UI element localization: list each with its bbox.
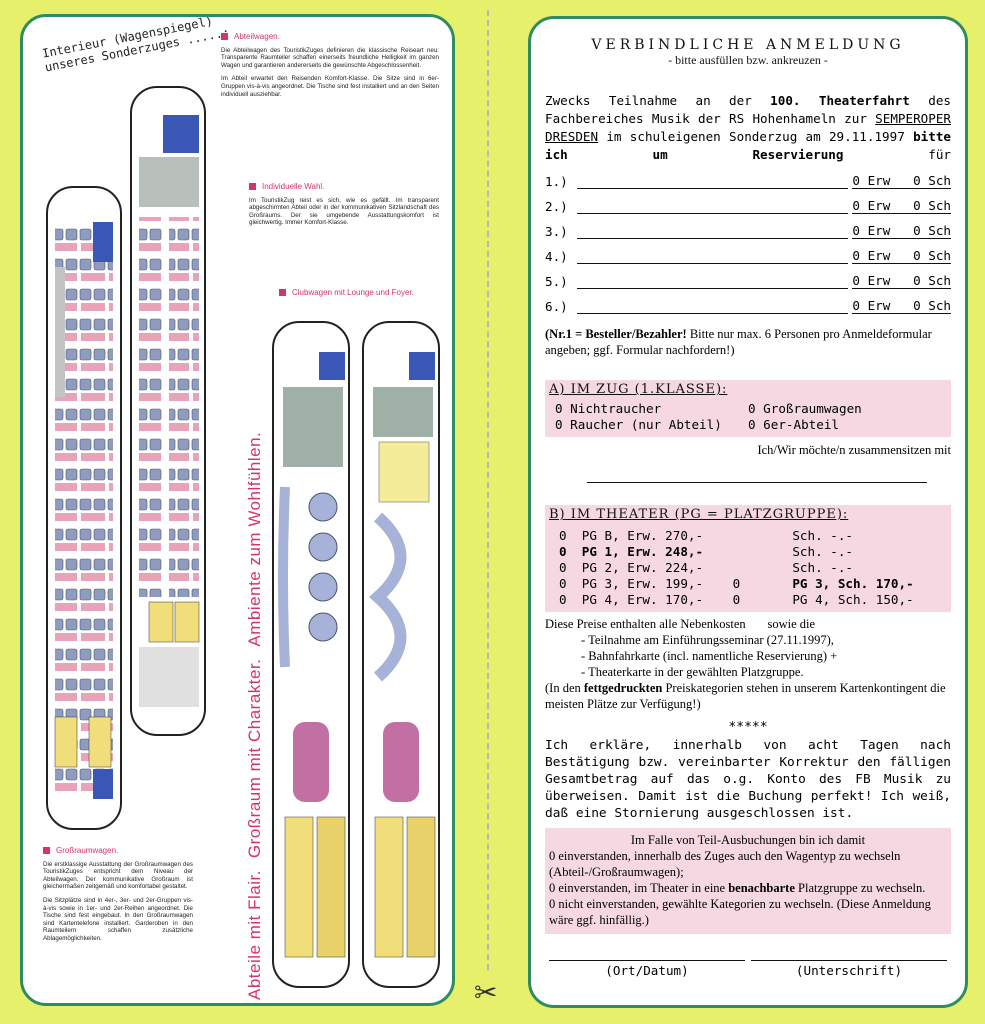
car-abteil — [130, 86, 206, 736]
pink-bullet-icon — [249, 183, 256, 190]
registration-form: VERBINDLICHE ANMELDUNG - bitte ausfüllen… — [528, 16, 968, 1008]
section-a-heading: A) IM ZUG (1.KLASSE): — [545, 380, 951, 399]
person-name-field[interactable] — [577, 274, 849, 289]
pink-bullet-icon — [279, 289, 286, 296]
slogan-3: Ambiente zum Wohlfühlen. — [245, 431, 264, 647]
theater-price-options: 0 PG B, Erw. 270,-Sch. -.- 0 PG 1, Erw. … — [545, 524, 951, 612]
gross-heading: Großraumwagen. — [56, 846, 119, 855]
person-row-2[interactable]: 2.)0 Erw 0 Sch — [545, 198, 951, 214]
included-costs-text: Diese Preise enthalten alle Nebenkosten … — [545, 617, 816, 631]
slogan-2: Großraum mit Charakter. — [245, 658, 264, 859]
separator-stars: ***** — [728, 720, 768, 735]
partial-heading: Im Falle von Teil-Ausbuchungen bin ich d… — [630, 833, 866, 847]
gross-info: Großraumwagen. Die erstklassige Ausstatt… — [43, 847, 193, 949]
car-club-2 — [362, 321, 440, 988]
option-grossraumwagen[interactable]: 0 Großraumwagen — [748, 401, 862, 416]
person-row-6[interactable]: 6.)0 Erw 0 Sch — [545, 298, 951, 314]
slogan-vertical: Abteile mit Flair. Großraum mit Charakter… — [245, 420, 265, 1000]
list-item: Teilnahme am Einführungsseminar (27.11.1… — [588, 632, 951, 648]
gross-text-1: Die erstklassige Ausstattung der Großrau… — [43, 860, 193, 891]
person-row-4[interactable]: 4.)0 Erw 0 Sch — [545, 248, 951, 264]
signature-field[interactable]: (Unterschrift) — [751, 960, 947, 978]
price-row[interactable]: 0 PG 2, Erw. 224,-Sch. -.- — [559, 560, 853, 575]
included-costs-list: Teilnahme am Einführungsseminar (27.11.1… — [545, 632, 951, 680]
person-name-field[interactable] — [577, 224, 849, 239]
wahl-text: Im TouristikZug reist es sich, wie es ge… — [249, 196, 439, 227]
form-subtitle: - bitte ausfüllen bzw. ankreuzen - — [668, 53, 828, 67]
list-item: Theaterkarte in der gewählten Platzgrupp… — [588, 664, 951, 680]
price-row[interactable]: 0 PG 1, Erw. 248,-Sch. -.- — [559, 544, 853, 559]
person-name-field[interactable] — [577, 299, 849, 314]
intro-text: Zwecks Teilnahme an der 100. Theaterfahr… — [545, 93, 951, 162]
gross-text-2: Die Sitzplätze sind in 4er-, 3er- und 2e… — [43, 896, 193, 942]
partial-booking-options: Im Falle von Teil-Ausbuchungen bin ich d… — [545, 828, 951, 934]
form-title: VERBINDLICHE ANMELDUNG — [591, 37, 905, 53]
abteil-info: Abteilwagen. Die Abteilwagen des Tourist… — [221, 33, 439, 104]
cut-line — [487, 10, 489, 970]
partial-option-2[interactable]: 0 einverstanden, im Theater in eine bena… — [549, 881, 926, 895]
person-name-field[interactable] — [577, 174, 849, 189]
brochure-panel: Interieur (Wagenspiegel) unseres Sonderz… — [20, 14, 455, 1006]
option-6er-abteil[interactable]: 0 6er-Abteil — [748, 417, 839, 432]
train-floorplan-illustration — [46, 86, 440, 988]
scissors-icon: ✂ — [474, 976, 498, 1009]
person-name-field[interactable] — [577, 199, 849, 214]
signature-row: (Ort/Datum) (Unterschrift) — [545, 960, 951, 978]
person-row-5[interactable]: 5.)0 Erw 0 Sch — [545, 273, 951, 289]
place-date-field[interactable]: (Ort/Datum) — [549, 960, 745, 978]
pink-bullet-icon — [221, 33, 228, 40]
declaration-text: Ich erkläre, innerhalb von acht Tagen na… — [545, 738, 951, 821]
person-row-1[interactable]: 1.)0 Erw 0 Sch — [545, 173, 951, 189]
option-raucher[interactable]: 0 Raucher (nur Abteil) — [555, 417, 722, 432]
person-name-field[interactable] — [577, 249, 849, 264]
pink-bullet-icon — [43, 847, 50, 854]
partial-option-3[interactable]: 0 nicht einverstanden, gewählte Kategori… — [549, 897, 931, 927]
train-options: 0 Nichtraucher 0 Großraumwagen 0 Raucher… — [545, 399, 951, 437]
abteil-heading: Abteilwagen. — [234, 32, 280, 41]
abteil-text-1: Die Abteilwagen des TouristikZuges defin… — [221, 46, 439, 69]
persons-list: 1.)0 Erw 0 Sch 2.)0 Erw 0 Sch 3.)0 Erw 0… — [545, 164, 951, 314]
sit-together-label: Ich/Wir möchte/n zusammensitzen mit — [757, 443, 951, 457]
partial-option-1[interactable]: 0 einverstanden, innerhalb des Zuges auc… — [549, 849, 901, 879]
person-row-3[interactable]: 3.)0 Erw 0 Sch — [545, 223, 951, 239]
wahl-info: Individuelle Wahl. Im TouristikZug reist… — [249, 183, 439, 233]
abteil-text-2: Im Abteil erwartet den Reisenden Komfort… — [221, 75, 439, 98]
slogan-1: Abteile mit Flair. — [245, 870, 264, 1000]
club-heading: Clubwagen mit Lounge und Foyer. — [292, 288, 414, 297]
car-club-1 — [272, 321, 350, 988]
car-grossraum — [46, 186, 122, 830]
list-item: Bahnfahrkarte (incl. namentliche Reservi… — [588, 648, 951, 664]
price-row[interactable]: 0 PG B, Erw. 270,-Sch. -.- — [559, 528, 853, 543]
club-info: Clubwagen mit Lounge und Foyer. — [279, 288, 452, 303]
bold-category-note: (In den fettgedruckten Preiskategorien s… — [545, 681, 946, 711]
sit-together-field[interactable] — [587, 472, 927, 483]
wahl-heading: Individuelle Wahl. — [262, 182, 325, 191]
option-nichtraucher[interactable]: 0 Nichtraucher — [555, 401, 662, 416]
section-b-heading: B) IM THEATER (PG = PLATZGRUPPE): — [545, 505, 951, 524]
person-note: (Nr.1 = Besteller/Bezahler! Bitte nur ma… — [545, 327, 932, 357]
